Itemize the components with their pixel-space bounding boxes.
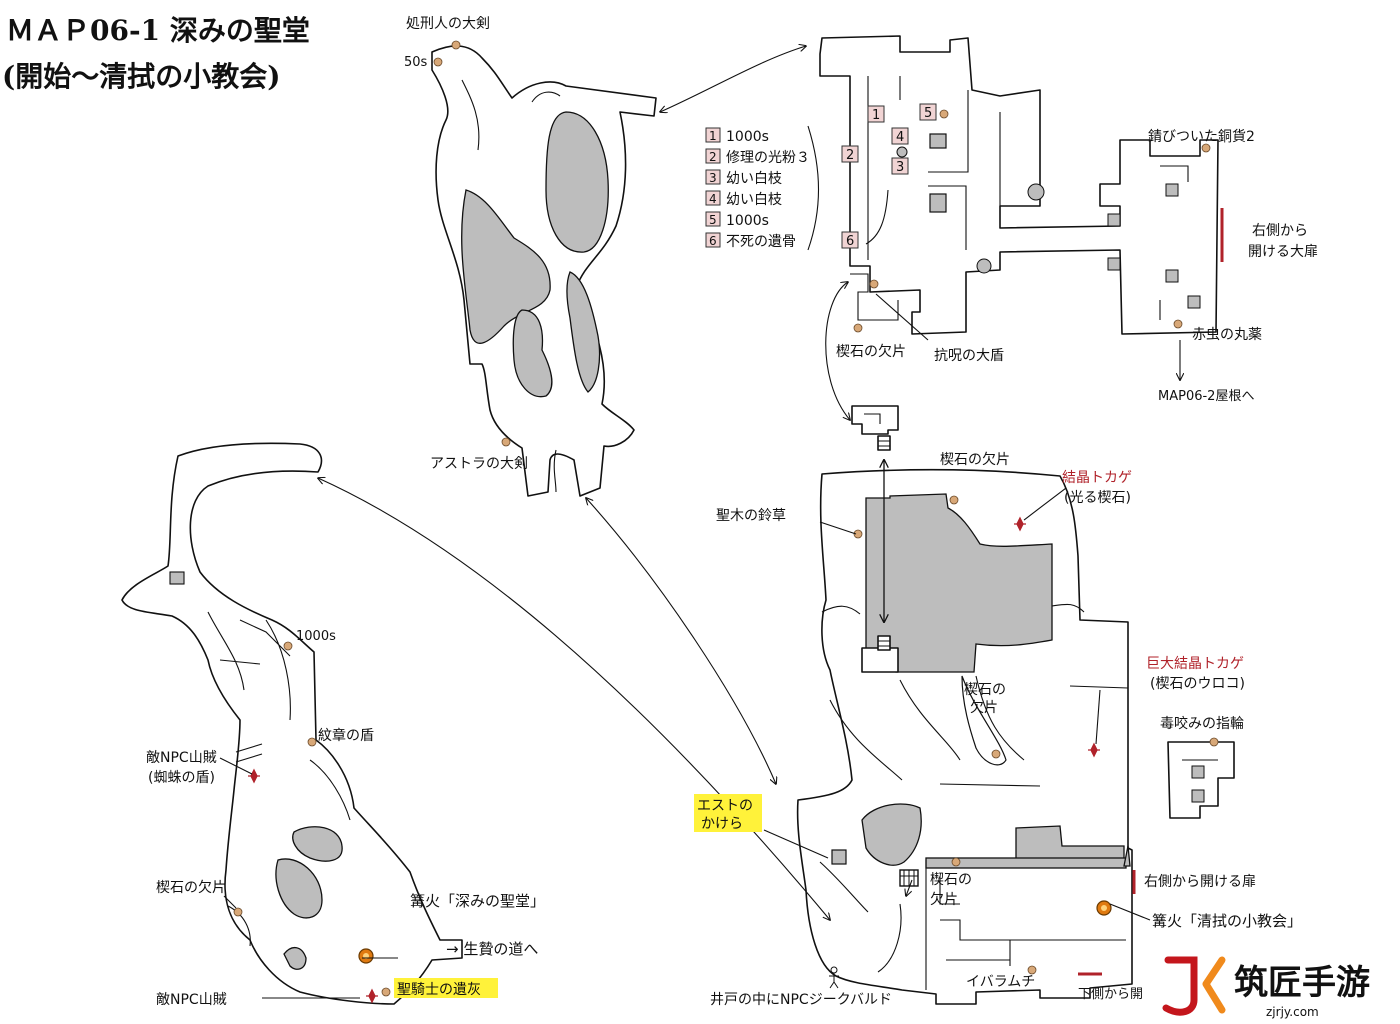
well-icon: [899, 869, 919, 887]
svg-text:3: 3: [896, 160, 904, 175]
brand-url: zjrjy.com: [1266, 1005, 1319, 1019]
item-rusted-coin: [1201, 143, 1211, 153]
item-thousand-souls-west: [283, 641, 293, 651]
item-astora-sword: [501, 437, 511, 447]
svg-text:2: 2: [846, 148, 854, 163]
legend-item-3: 幼い白枝: [726, 171, 782, 187]
svg-text:6: 6: [846, 234, 854, 249]
label-right-door-2: 開ける大扉: [1248, 244, 1318, 260]
label-red-bug-pellet: 赤虫の丸薬: [1192, 327, 1262, 343]
label-right-open-door: 右側から開ける扉: [1144, 874, 1256, 890]
label-bandit-npc-1: 敵NPC山賊: [146, 750, 217, 766]
west-cave: [121, 442, 463, 1005]
northwest-cave: [431, 40, 657, 497]
label-estus-1: エストの: [697, 798, 753, 814]
item-fifty-souls: [433, 57, 443, 67]
label-thousand-souls-west: 1000s: [296, 629, 336, 644]
item-shard-left: [233, 907, 243, 917]
item-legend: 1 1000s 2 修理の光粉３ 3 幼い白枝 4 幼い白枝 5 1000s 6…: [705, 125, 820, 251]
item-red-bug-pellet: [1173, 319, 1183, 329]
label-shard-mid-1: 楔石の: [964, 682, 1006, 698]
svg-text:4: 4: [709, 192, 717, 206]
label-paladin-ash: 聖騎士の遺灰: [397, 982, 481, 998]
legend-item-6: 不死の遺骨: [726, 234, 796, 250]
bonfire-cathedral-icon: [358, 948, 374, 964]
svg-text:5: 5: [709, 213, 717, 227]
label-astora-sword: アストラの大剣: [430, 456, 528, 472]
label-sacred-herb: 聖木の鈴草: [716, 508, 786, 524]
label-bandit-npc-2: (蜘蛛の盾): [148, 770, 215, 786]
label-fifty-souls: 50s: [404, 55, 428, 70]
label-to-map-roof: MAP06-2屋根へ: [1158, 389, 1254, 404]
brand-logo-icon: [1162, 956, 1226, 1016]
label-bonfire-cathedral: 篝火「深みの聖堂」: [410, 892, 545, 910]
item-paladin-ash: [381, 987, 391, 997]
label-giant-lizard-drop: (楔石のウロコ): [1150, 676, 1245, 692]
label-bonfire-chapel: 篝火「清拭の小教会」: [1152, 912, 1302, 930]
northeast-building: [819, 35, 1224, 335]
item-poison-ring: [1209, 737, 1219, 747]
svg-text:4: 4: [896, 130, 904, 145]
label-shard-lower-1: 楔石の: [930, 872, 972, 888]
legend-item-4: 幼い白枝: [726, 192, 782, 208]
item-sacred-herb: [853, 529, 863, 539]
bandit-npc-bottom-icon: [366, 988, 378, 1004]
numbered-markers: 1 2 3 4 5 6: [841, 103, 949, 249]
label-crystal-lizard-drop: (光る楔石): [1064, 490, 1131, 506]
label-siegward: 井戸の中にNPCジークバルド: [710, 992, 892, 1008]
label-right-door-1: 右側から: [1252, 223, 1308, 239]
label-curse-shield: 抗呪の大盾: [934, 348, 1004, 364]
item-shard-upper: [853, 323, 863, 333]
map-title: ＭＡＰ06-1 深みの聖堂: [6, 14, 310, 47]
label-giant-lizard: 巨大結晶トカゲ: [1146, 656, 1244, 672]
svg-text:5: 5: [924, 106, 932, 121]
legend-item-5: 1000s: [726, 213, 769, 229]
item-curse-shield: [869, 279, 879, 289]
bonfire-chapel-icon: [1096, 900, 1112, 916]
label-to-sacrifice: → 生贄の道へ: [446, 940, 538, 958]
svg-text:2: 2: [709, 150, 717, 164]
label-crystal-lizard: 結晶トカゲ: [1062, 470, 1132, 486]
item-executioner-sword: [451, 40, 461, 50]
label-shard-upper: 楔石の欠片: [836, 344, 906, 360]
label-estus-2: かけら: [701, 816, 743, 832]
ladder-tower: [851, 405, 899, 451]
legend-item-1: 1000s: [726, 129, 769, 145]
label-shard-left: 楔石の欠片: [156, 880, 226, 896]
item-crest-shield: [307, 737, 317, 747]
svg-text:6: 6: [709, 234, 717, 248]
label-rusted-coin: 錆びついた銅貨2: [1148, 128, 1255, 145]
svg-text:1: 1: [872, 108, 880, 123]
label-bottom-door: 下側から開: [1078, 987, 1143, 1002]
label-executioner-sword: 処刑人の大剣: [406, 16, 490, 32]
item-shard-center: [949, 495, 959, 505]
giant-lizard-icon: [1088, 742, 1100, 758]
label-crest-shield: 紋章の盾: [318, 727, 374, 744]
label-ivy-vine: イバラムチ: [966, 974, 1035, 990]
watermark: 筑匠手游 zjrjy.com: [1162, 956, 1370, 1019]
item-shard-mid: [991, 749, 1001, 759]
item-shard-lower: [951, 857, 961, 867]
paladin-highlight: [394, 978, 498, 998]
svg-text:3: 3: [709, 171, 717, 185]
map-labels: 処刑人の大剣 50s アストラの大剣 錆びついた銅貨2 右側から 開ける大扉 赤…: [146, 16, 1318, 1008]
legend-item-2: 修理の光粉３: [726, 150, 810, 166]
estus-highlight: [694, 794, 762, 832]
item-ivy-vine: [1027, 965, 1037, 975]
siegward-figure-icon: [829, 966, 839, 989]
label-bandit-npc-bottom: 敵NPC山賊: [156, 992, 227, 1008]
crystal-lizard-icon: [1014, 516, 1026, 532]
brand-name: 筑匠手游: [1234, 963, 1370, 1003]
map-subtitle: (開始〜清拭の小教会): [2, 60, 281, 93]
label-poison-ring: 毒咬みの指輪: [1160, 715, 1244, 732]
route-arrows: [219, 46, 1180, 999]
label-shard-center: 楔石の欠片: [940, 452, 1010, 468]
label-shard-mid-2: 欠片: [970, 700, 998, 716]
svg-text:1: 1: [709, 129, 717, 143]
label-shard-lower-2: 欠片: [930, 892, 958, 908]
